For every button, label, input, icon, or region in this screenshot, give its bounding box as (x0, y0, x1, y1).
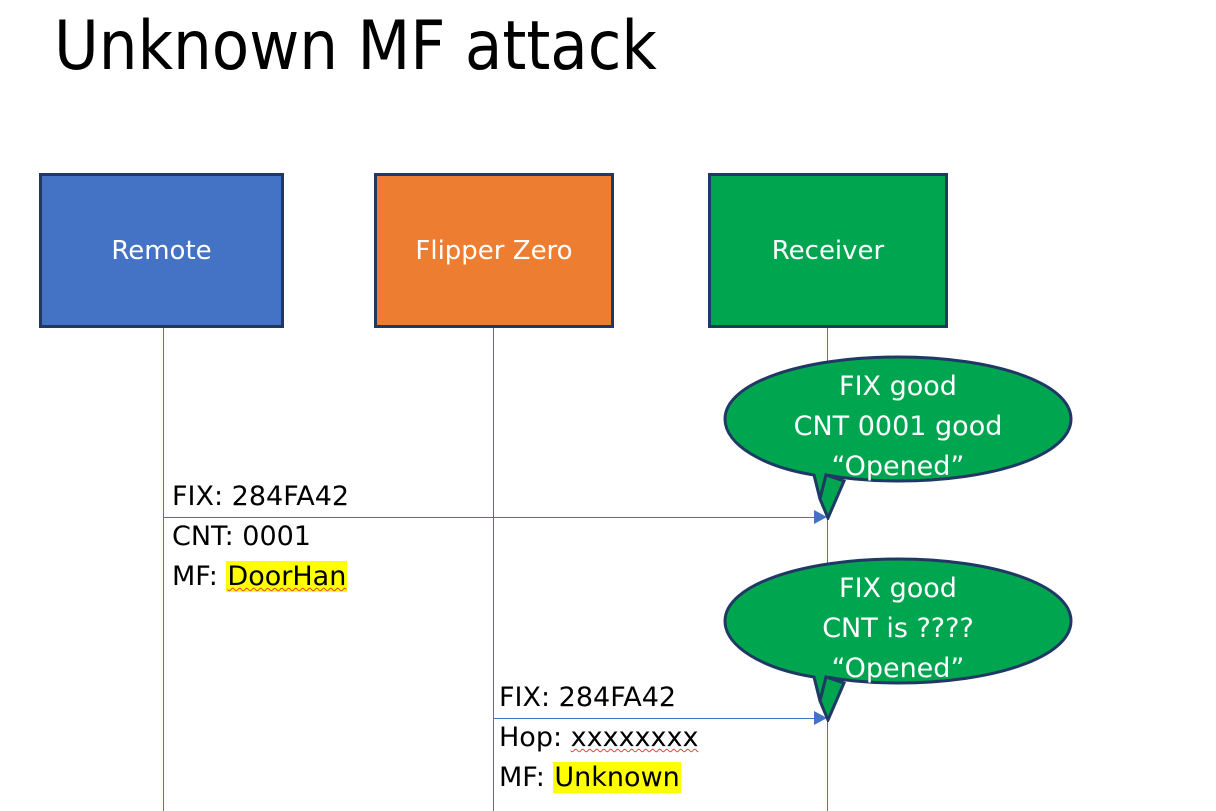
lifeline-flipper (493, 327, 494, 811)
actor-label-receiver: Receiver (771, 235, 885, 266)
lifeline-remote (163, 327, 164, 811)
message-line-prefix: FIX: (172, 481, 232, 512)
message-line-value-highlighted: DoorHan (226, 561, 348, 592)
speech-bubble-receiver-first[interactable]: FIX good CNT 0001 good “Opened” (722, 355, 1074, 520)
message-line: Hop: xxxxxxxx (499, 718, 698, 758)
speech-bubble-receiver-second[interactable]: FIX good CNT is ???? “Opened” (722, 557, 1074, 722)
message-arrow-remote-to-receiver (163, 517, 817, 518)
message-line-prefix: FIX: (499, 682, 559, 713)
message-line: FIX: 284FA42 (499, 678, 698, 718)
message-line-prefix: MF: (499, 762, 554, 793)
message-label-flipper: FIX: 284FA42 Hop: xxxxxxxx MF: Unknown (499, 678, 698, 798)
actor-box-flipper[interactable]: Flipper Zero (374, 173, 614, 328)
arrowhead-icon-remote-to-receiver (814, 510, 827, 524)
message-arrow-flipper-to-receiver (493, 718, 817, 719)
actor-box-remote[interactable]: Remote (39, 173, 284, 328)
message-line: MF: DoorHan (172, 557, 349, 597)
message-line-prefix: CNT: (172, 521, 243, 552)
message-line-value-highlighted: Unknown (553, 762, 681, 793)
message-line: CNT: 0001 (172, 517, 349, 557)
arrowhead-icon-flipper-to-receiver (814, 711, 827, 725)
message-line-value: 0001 (242, 521, 311, 552)
message-line: MF: Unknown (499, 758, 698, 798)
actor-label-flipper: Flipper Zero (415, 235, 573, 266)
page-title: Unknown MF attack (54, 7, 657, 86)
message-line-prefix: MF: (172, 561, 227, 592)
message-line-value: 284FA42 (558, 682, 677, 713)
message-line-value-spellchecked: xxxxxxxx (570, 722, 699, 753)
message-line: FIX: 284FA42 (172, 477, 349, 517)
message-line-prefix: Hop: (499, 722, 571, 753)
speech-bubble-shape (723, 355, 1073, 520)
message-label-remote: FIX: 284FA42 CNT: 0001 MF: DoorHan (172, 477, 349, 597)
actor-label-remote: Remote (111, 235, 212, 266)
message-line-value: 284FA42 (231, 481, 350, 512)
actor-box-receiver[interactable]: Receiver (708, 173, 948, 328)
speech-bubble-shape (723, 557, 1073, 722)
